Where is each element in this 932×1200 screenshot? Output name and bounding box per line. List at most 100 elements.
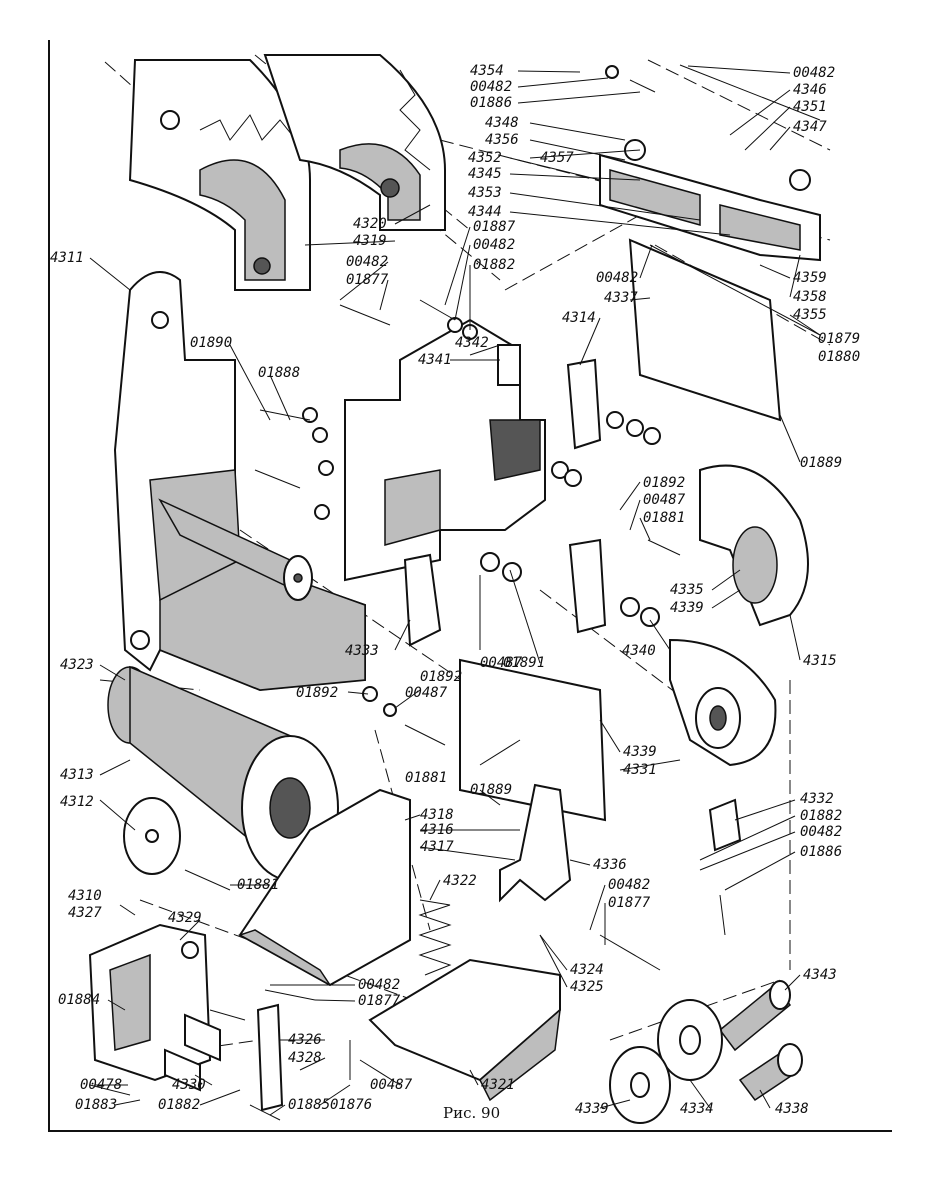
part-label: 4345 — [468, 166, 502, 182]
part-label: 4339 — [623, 744, 657, 760]
part-label: 4339 — [575, 1101, 609, 1117]
part-label: 00482 — [800, 824, 842, 840]
part-label: 4321 — [481, 1077, 515, 1093]
part-label: 4343 — [803, 967, 837, 983]
part-label: 4324 — [570, 962, 604, 978]
part-label: 01877 — [608, 895, 651, 911]
part-label: 4340 — [622, 643, 656, 659]
plate-4326 — [256, 1003, 284, 1112]
part-label: 4355 — [793, 307, 827, 323]
bracket-4318 — [238, 788, 411, 987]
part-label: 01879 — [818, 331, 860, 347]
part-label: 4329 — [168, 910, 202, 926]
part-label: 4315 — [803, 653, 837, 669]
part-label: 4354 — [470, 63, 504, 79]
part-label: 4348 — [485, 115, 519, 131]
loop-4315 — [699, 464, 809, 627]
part-label: 01892 — [420, 669, 462, 685]
part-label: 4332 — [800, 791, 834, 807]
part-label: 4323 — [60, 657, 94, 673]
part-label: 4341 — [418, 352, 452, 368]
part-label: 4331 — [623, 762, 657, 778]
part-label: 01881 — [643, 510, 685, 526]
leader-lines — [89, 65, 821, 1116]
block-4310 — [88, 923, 212, 1082]
figure-frame — [48, 40, 892, 1132]
part-label: 01877 — [346, 272, 389, 288]
base-4321 — [368, 958, 561, 1102]
part-label: 4358 — [793, 289, 827, 305]
part-label: 4337 — [604, 290, 638, 306]
part-label: 01892 — [643, 475, 685, 491]
part-label: 01876 — [330, 1097, 372, 1113]
part-label: 4344 — [468, 204, 502, 220]
part-label: 01880 — [818, 349, 860, 365]
terminal-block — [599, 139, 821, 262]
part-label: 00482 — [608, 877, 650, 893]
washers — [302, 65, 661, 717]
tube-4343 — [718, 980, 792, 1052]
part-label: 4356 — [485, 132, 519, 148]
part-label: 4352 — [468, 150, 502, 166]
core-cylinder — [158, 498, 313, 601]
part-label: 4312 — [60, 794, 94, 810]
arc-chute-left — [128, 59, 311, 291]
part-label: 4353 — [468, 185, 502, 201]
part-label: 00482 — [346, 254, 388, 270]
contact-plates — [403, 238, 782, 822]
washer-4339-bottom — [609, 1046, 671, 1124]
part-label: 01886 — [800, 844, 842, 860]
part-label: 4317 — [420, 839, 454, 855]
part-label: 4333 — [345, 643, 379, 659]
part-label: 4335 — [670, 582, 704, 598]
part-label: 01892 — [296, 685, 338, 701]
part-label: 4327 — [68, 905, 102, 921]
part-label: 00487 — [370, 1077, 413, 1093]
clip-4330 — [164, 1013, 221, 1092]
part-label: 00482 — [596, 270, 638, 286]
part-label: 01886 — [470, 95, 512, 111]
part-label: 4320 — [353, 216, 387, 232]
part-label: 4310 — [68, 888, 102, 904]
part-label: 4336 — [593, 857, 627, 873]
part-label: 01891 — [503, 655, 545, 671]
part-label: 4311 — [50, 250, 84, 266]
part-label: 01888 — [258, 365, 300, 381]
part-label: 4328 — [288, 1050, 322, 1066]
screws — [89, 64, 821, 1121]
part-label: 01887 — [473, 219, 516, 235]
part-labels: 4354 00482 01886 00482 4346 4351 4347 43… — [50, 63, 860, 1117]
part-label: 01884 — [58, 992, 100, 1008]
part-label: 01885 — [288, 1097, 330, 1113]
part-label: 01882 — [800, 808, 842, 824]
part-label: 4322 — [443, 873, 477, 889]
part-label: 4330 — [172, 1077, 206, 1093]
part-label: 00478 — [80, 1077, 122, 1093]
part-label: 00482 — [473, 237, 515, 253]
part-label: 00487 — [405, 685, 448, 701]
part-label: 4342 — [455, 335, 489, 351]
part-label: 4313 — [60, 767, 94, 783]
part-label: 01889 — [470, 782, 512, 798]
tab-4332 — [708, 798, 742, 852]
lever-4316 — [499, 783, 572, 903]
part-label: 01889 — [800, 455, 842, 471]
disk-4312 — [123, 797, 181, 875]
sleeve-4338 — [738, 1043, 803, 1102]
part-label: 4338 — [775, 1101, 809, 1117]
part-label: 4359 — [793, 270, 827, 286]
part-label: 00487 — [643, 492, 686, 508]
part-label: 4339 — [670, 600, 704, 616]
part-label: 01881 — [237, 877, 279, 893]
part-label: 00487 — [480, 655, 523, 671]
part-label: 01882 — [473, 257, 515, 273]
part-label: 00482 — [358, 977, 400, 993]
part-label: 4351 — [793, 99, 827, 115]
spring-4322 — [418, 899, 452, 976]
part-label: 4346 — [793, 82, 827, 98]
part-label: 4334 — [680, 1101, 714, 1117]
part-label: 4357 — [540, 150, 574, 166]
part-label: 4318 — [420, 807, 454, 823]
part-label: 01883 — [75, 1097, 117, 1113]
part-label: 01890 — [190, 335, 232, 351]
